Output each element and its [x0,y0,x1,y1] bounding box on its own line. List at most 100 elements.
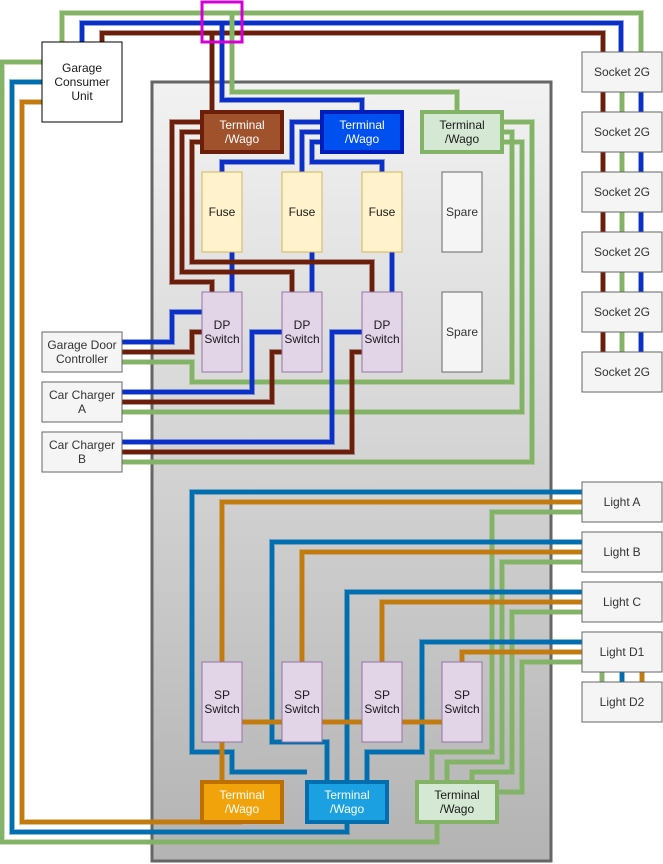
spare-top-label: Spare [446,205,478,219]
car-charger-b-shape [41,431,123,473]
spare-top-shape [441,171,483,253]
wire-blue-fuse-3 [310,140,384,172]
wire-blue-light-b [270,540,582,782]
socket-2g-4-shape [581,231,663,273]
terminal-orange[interactable]: Terminal/Wago [200,780,284,824]
fuse-1-shape [201,171,243,253]
sp-switch-4-label: SP [454,688,470,702]
wire-green-drop [230,13,459,112]
car-charger-a-label: Car Charger [49,388,115,402]
light-c-shape [581,581,663,623]
garage-door-controller-label: Garage Door [47,338,116,352]
terminal-lightblue[interactable]: Terminal/Wago [305,780,389,824]
spare-bottom-label: Spare [446,325,478,339]
dp-switch-3-label: DP [374,318,391,332]
socket-2g-6[interactable]: Socket 2G [581,351,663,393]
terminal-brown[interactable]: Terminal/Wago [200,110,284,154]
sp-switch-1-label: SP [214,688,230,702]
socket-2g-5[interactable]: Socket 2G [581,291,663,333]
terminal-blue-label: Terminal [339,118,384,132]
socket-2g-2[interactable]: Socket 2G [581,111,663,153]
socket-2g-1-shape [581,51,663,93]
socket-2g-6-label: Socket 2G [594,365,650,379]
junction-highlight[interactable] [200,0,244,44]
wire-orange-light-b [300,550,582,662]
sp-switch-3-label: Switch [364,702,399,716]
dp-switch-2-shape [281,291,323,373]
terminal-blue-shape [320,110,404,154]
wire-blue-light-d1 [365,640,582,782]
wire-blue-car-b [122,330,362,444]
dp-switch-1-label: DP [214,318,231,332]
sp-switch-3-label: SP [374,688,390,702]
light-b[interactable]: Light B [581,531,663,573]
terminal-lightblue-shape [305,780,389,824]
light-c[interactable]: Light C [581,581,663,623]
fuse-3-shape [361,171,403,253]
light-d1-label: Light D1 [600,645,645,659]
socket-2g-1[interactable]: Socket 2G [581,51,663,93]
wire-green-supply [60,11,643,52]
terminal-orange-label: Terminal [219,788,264,802]
terminal-blue[interactable]: Terminal/Wago [320,110,404,154]
wire-brown-dp-1 [170,120,214,292]
sp-switch-3-shape [361,661,403,743]
socket-2g-3-shape [581,171,663,213]
spare-top[interactable]: Spare [441,171,483,253]
socket-2g-1-label: Socket 2G [594,65,650,79]
wire-orange-light-c [380,600,582,662]
wire-blue-garage-door [122,310,202,344]
nodes-layer: GarageConsumerUnitTerminal/WagoTerminal/… [41,41,663,824]
socket-2g-2-shape [581,111,663,153]
fuse-1[interactable]: Fuse [201,171,243,253]
wire-blue-light-c [345,590,582,782]
terminal-green-bottom-shape [415,780,499,824]
light-d1-shape [581,631,663,673]
light-d1[interactable]: Light D1 [581,631,663,673]
dp-switch-3-shape [361,291,403,373]
wire-brown-supply [100,31,605,52]
fuse-2-shape [281,171,323,253]
wire-brown-dp-3 [190,140,374,292]
terminal-brown-label: Terminal [219,118,264,132]
socket-2g-4[interactable]: Socket 2G [581,231,663,273]
wires-layer [0,10,645,845]
wire-brown-garage-door [122,330,202,354]
socket-2g-3[interactable]: Socket 2G [581,171,663,213]
garage-door-controller-shape [41,331,123,373]
dp-switch-2-label: Switch [284,332,319,346]
terminal-green-top-label: Terminal [439,118,484,132]
sp-switch-4-label: Switch [444,702,479,716]
light-d2[interactable]: Light D2 [581,681,663,723]
dp-switch-1-label: Switch [204,332,239,346]
terminal-green-bottom[interactable]: Terminal/Wago [415,780,499,824]
wire-green-light-c [470,610,582,782]
consumer-unit-label: Garage [62,61,102,75]
terminal-green-bottom-label: Terminal [434,788,479,802]
wire-orange-light-d1 [460,650,582,662]
wire-green-light-d1 [497,660,582,794]
terminal-green-top[interactable]: Terminal/Wago [420,110,504,154]
terminal-orange-label: /Wago [225,802,260,816]
fuse-3[interactable]: Fuse [361,171,403,253]
wire-green-cu-light [0,60,439,844]
consumer-unit-label: Consumer [54,75,109,89]
spare-bottom[interactable]: Spare [441,291,483,373]
terminal-blue-label: /Wago [345,132,380,146]
light-a[interactable]: Light A [581,481,663,523]
wire-brown-car-a [122,350,282,404]
fuse-2[interactable]: Fuse [281,171,323,253]
sp-switch-2-label: SP [294,688,310,702]
